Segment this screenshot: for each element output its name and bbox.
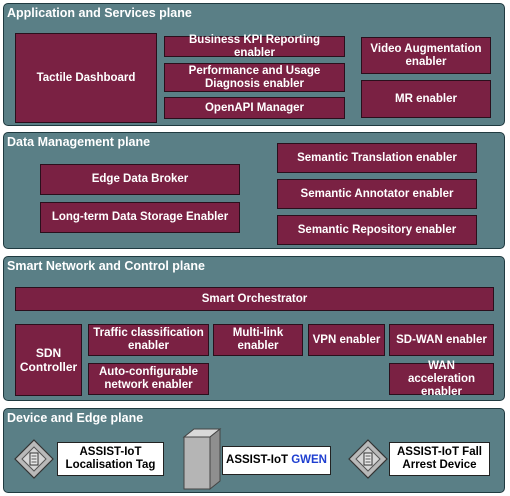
gwen-name: GWEN <box>291 454 327 466</box>
openapi-manager: OpenAPI Manager <box>164 97 345 119</box>
sd-wan-enabler: SD-WAN enabler <box>389 324 494 356</box>
video-augmentation-enabler: Video Augmentation enabler <box>361 37 491 74</box>
vpn-enabler: VPN enabler <box>308 324 385 356</box>
diamond-device-icon <box>348 439 388 479</box>
long-term-storage-enabler: Long-term Data Storage Enabler <box>40 202 240 233</box>
plane-title: Data Management plane <box>7 135 151 149</box>
business-kpi-enabler: Business KPI Reporting enabler <box>164 34 345 59</box>
smart-orchestrator: Smart Orchestrator <box>15 287 494 311</box>
traffic-classification-enabler: Traffic classification enabler <box>88 324 209 356</box>
wan-acceleration-enabler: WAN acceleration enabler <box>389 360 494 398</box>
diamond-device-icon <box>14 439 54 479</box>
plane-title: Smart Network and Control plane <box>7 259 205 273</box>
data-management-plane: Data Management plane Edge Data Broker L… <box>3 132 505 249</box>
auto-configurable-network-enabler: Auto-configurable network enabler <box>88 363 209 395</box>
semantic-repository-enabler: Semantic Repository enabler <box>277 215 477 245</box>
gwen-prefix: ASSIST-IoT <box>226 454 288 466</box>
semantic-annotator-enabler: Semantic Annotator enabler <box>277 179 477 209</box>
sdn-controller: SDN Controller <box>15 324 82 396</box>
application-services-plane: Application and Services plane Tactile D… <box>3 3 505 126</box>
server-tower-icon <box>182 427 222 491</box>
semantic-translation-enabler: Semantic Translation enabler <box>277 143 477 173</box>
plane-title: Device and Edge plane <box>7 411 144 425</box>
fall-arrest-device: ASSIST-IoT Fall Arrest Device <box>389 442 490 476</box>
device-edge-plane: Device and Edge plane ASSIST-IoT Localis… <box>3 408 505 493</box>
gwen-box: ASSIST-IoT GWEN <box>222 446 331 475</box>
edge-data-broker: Edge Data Broker <box>40 164 240 195</box>
smart-network-control-plane: Smart Network and Control plane Smart Or… <box>3 256 505 401</box>
performance-usage-enabler: Performance and Usage Diagnosis enabler <box>164 63 345 92</box>
mr-enabler: MR enabler <box>361 80 491 118</box>
plane-title: Application and Services plane <box>7 6 192 20</box>
tactile-dashboard: Tactile Dashboard <box>15 33 157 123</box>
multi-link-enabler: Multi-link enabler <box>213 324 303 356</box>
localisation-tag: ASSIST-IoT Localisation Tag <box>57 442 164 476</box>
